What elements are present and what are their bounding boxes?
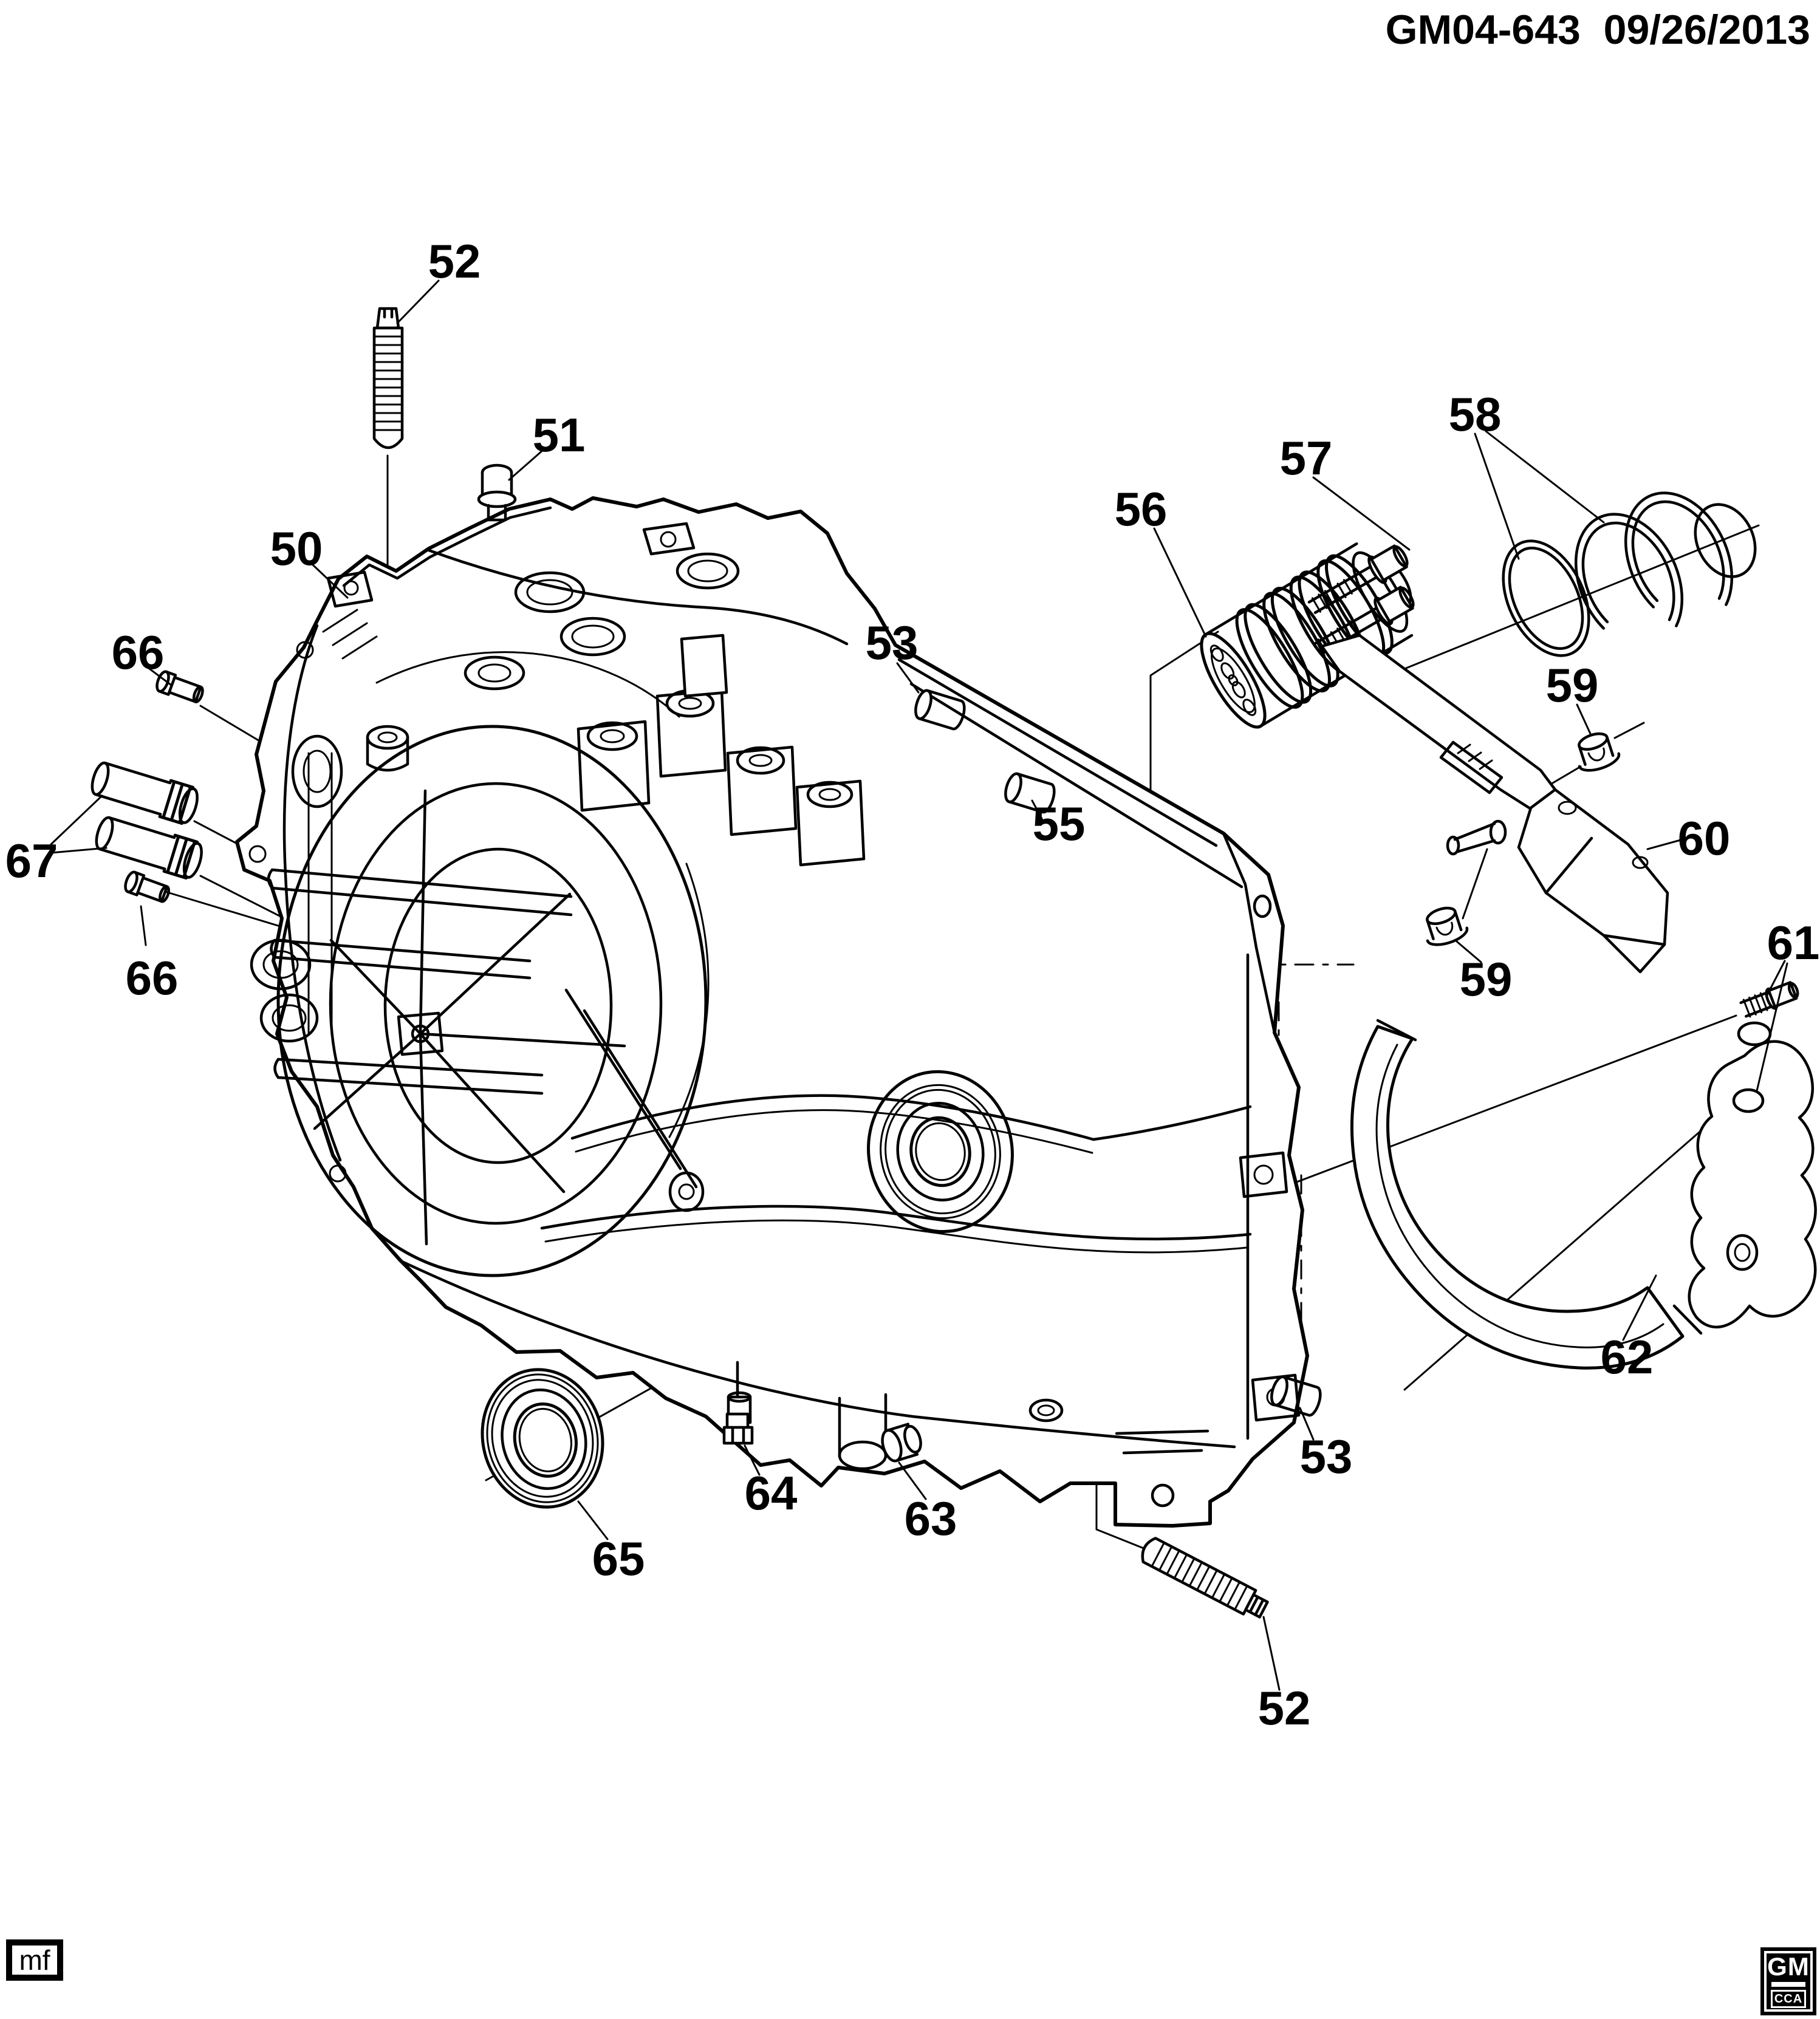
callout-59-lower: 59 bbox=[1460, 952, 1513, 1006]
callout-leaders bbox=[50, 279, 1788, 1691]
callout-62: 62 bbox=[1601, 1330, 1654, 1384]
grommet-59-upper bbox=[1578, 732, 1621, 772]
plug-53-top bbox=[914, 689, 966, 731]
oring-58 bbox=[1502, 539, 1590, 657]
callout-53-lower: 53 bbox=[1300, 1430, 1353, 1483]
bolt-57-a bbox=[1307, 544, 1409, 614]
servo-piston-56 bbox=[1200, 542, 1414, 729]
stud-52-bottom bbox=[1141, 1537, 1269, 1619]
callout-66-upper: 66 bbox=[112, 626, 165, 679]
callout-53-top: 53 bbox=[866, 616, 919, 669]
doc-date: 09/26/2013 bbox=[1603, 7, 1810, 53]
mf-label: mf bbox=[19, 1944, 50, 1976]
bolt-57-b bbox=[1313, 586, 1415, 655]
callout-50: 50 bbox=[270, 522, 323, 575]
parts bbox=[91, 307, 1817, 1619]
callout-59-upper: 59 bbox=[1546, 658, 1599, 712]
callout-58: 58 bbox=[1449, 388, 1502, 441]
converter-housing bbox=[276, 725, 708, 1277]
callout-layer: 52 51 50 66 67 66 53 55 56 57 58 59 60 59 61 62 53 63 64 65… bbox=[5, 234, 1820, 1735]
callout-67: 67 bbox=[5, 834, 58, 887]
bolt-63 bbox=[881, 1423, 922, 1463]
doc-id: GM04-643 bbox=[1385, 7, 1581, 53]
callout-56: 56 bbox=[1115, 482, 1168, 536]
mf-mark: mf bbox=[6, 1939, 63, 1981]
page-title: GM04-643 09/26/2013 bbox=[1386, 6, 1810, 53]
gm-logo: GM CCA bbox=[1760, 1947, 1816, 2015]
seal-65 bbox=[481, 1368, 604, 1509]
callout-55: 55 bbox=[1033, 797, 1086, 850]
callout-64: 64 bbox=[745, 1466, 798, 1520]
case-ribs bbox=[375, 651, 1252, 1449]
sleeve-67-a bbox=[91, 761, 199, 825]
case-top-bosses bbox=[326, 522, 866, 867]
bracket-60 bbox=[1320, 634, 1669, 974]
callout-60: 60 bbox=[1678, 811, 1731, 865]
callout-66-lower: 66 bbox=[126, 951, 179, 1005]
converter-cover-62 bbox=[1350, 1019, 1703, 1370]
callout-63: 63 bbox=[905, 1492, 957, 1545]
pin-66-lower bbox=[124, 870, 170, 903]
stud-52-top bbox=[372, 307, 404, 449]
case-outline bbox=[235, 496, 1309, 1528]
gm-logo-sub: CCA bbox=[1770, 1990, 1807, 2008]
callout-52-top: 52 bbox=[428, 234, 481, 288]
sleeve-67-b bbox=[95, 816, 203, 880]
gm-logo-inner: GM CCA bbox=[1764, 1951, 1813, 2012]
callout-61: 61 bbox=[1767, 916, 1820, 969]
callout-65: 65 bbox=[592, 1532, 645, 1585]
callout-57: 57 bbox=[1280, 431, 1333, 485]
grommet-59-lower bbox=[1426, 906, 1469, 946]
vent-64 bbox=[722, 1361, 754, 1445]
cover-bracket-62 bbox=[1688, 1021, 1817, 1328]
case-left-pads bbox=[248, 641, 347, 1183]
seal-rings-58 bbox=[1574, 491, 1757, 630]
gm-logo-bar bbox=[1771, 1982, 1805, 1987]
callout-51: 51 bbox=[533, 408, 586, 462]
gm-logo-text: GM bbox=[1767, 1952, 1810, 1981]
transaxle-case bbox=[235, 496, 1309, 1528]
bolt-61-a bbox=[1739, 981, 1799, 1018]
case-rails bbox=[267, 868, 705, 1212]
callout-52-bottom: 52 bbox=[1258, 1681, 1311, 1735]
bolt-51 bbox=[477, 463, 517, 522]
